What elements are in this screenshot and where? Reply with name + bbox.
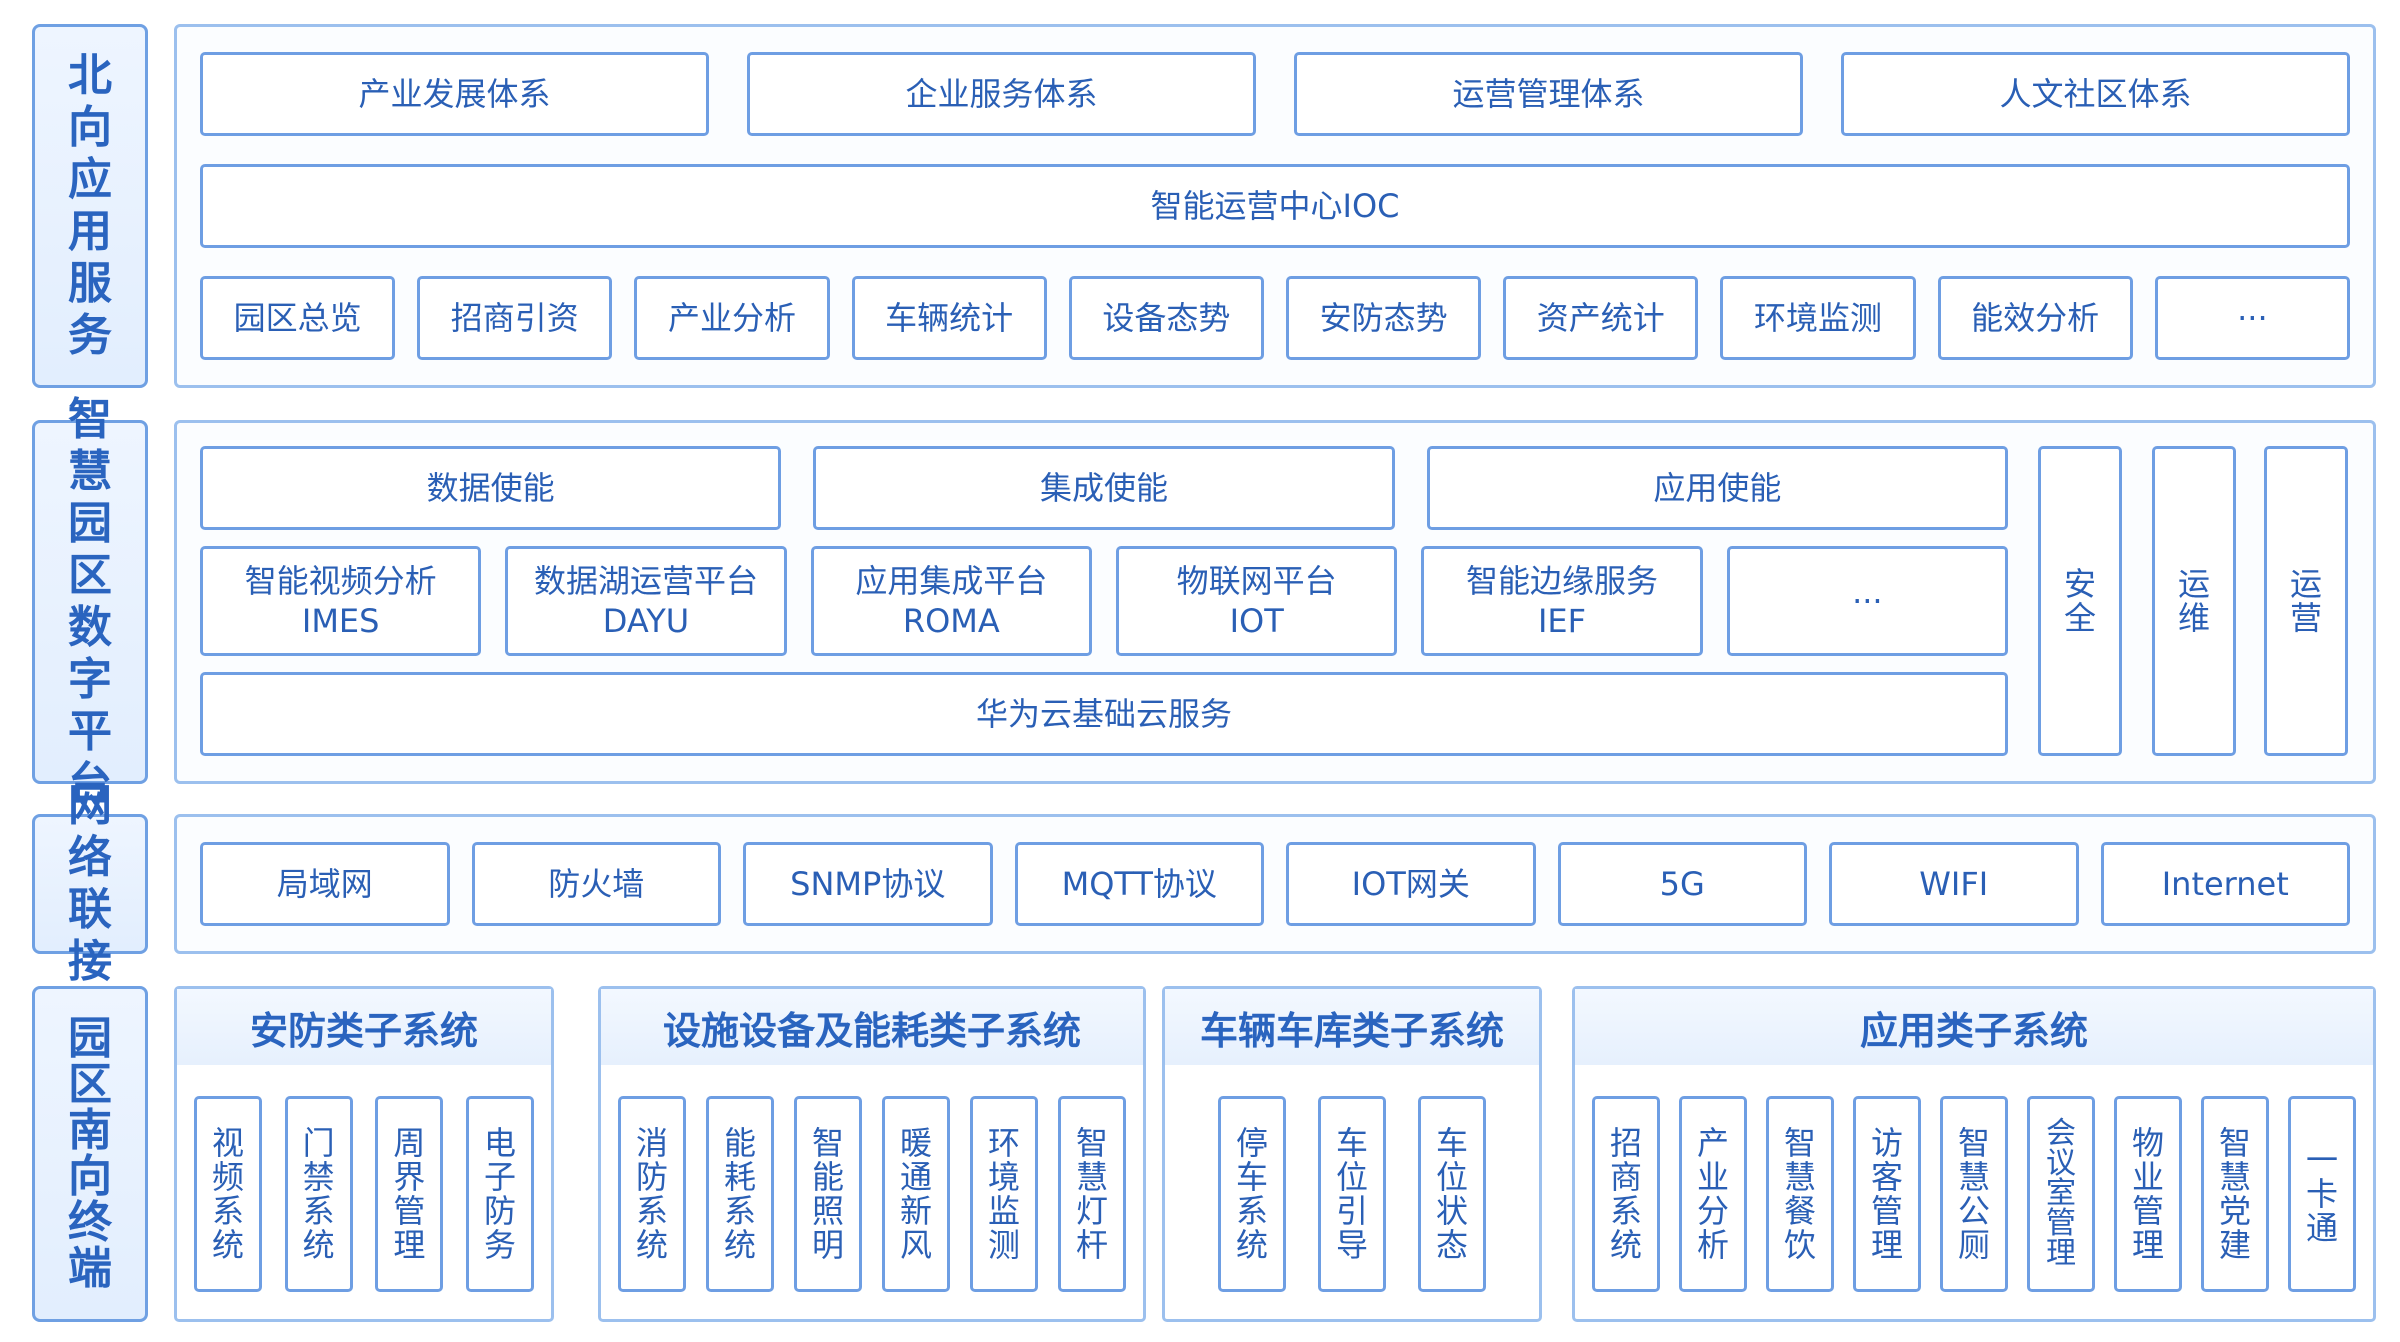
subsystem-item: 产业分析	[1679, 1096, 1747, 1292]
app-box-5: 设备态势	[1068, 276, 1264, 360]
network-box-5: IOT网关	[1286, 842, 1536, 926]
subsystem-item: 智慧公厕	[1940, 1096, 2008, 1292]
system-box-2: 企业服务体系	[747, 52, 1256, 136]
subsystem-item: 车位引导	[1318, 1096, 1386, 1292]
subsystem-item: 智慧餐饮	[1766, 1096, 1834, 1292]
app-box-7: 资产统计	[1503, 276, 1699, 360]
subsystem-item: 智慧灯杆	[1058, 1096, 1126, 1292]
subsystem-group-title-2: 设施设备及能耗类子系统	[601, 989, 1143, 1065]
layer-label-north: 北向应用服务	[32, 24, 148, 388]
service-box-4: 物联网平台 IOT	[1116, 546, 1398, 656]
subsystem-item: 智能照明	[794, 1096, 862, 1292]
enabler-box-1: 数据使能	[200, 446, 782, 530]
side-box-2: 运维	[2152, 446, 2236, 756]
app-box-10: ···	[2154, 276, 2350, 360]
subsystem-item: 会议室管理	[2027, 1096, 2095, 1292]
cloud-service-box: 华为云基础云服务	[200, 672, 2008, 756]
subsystem-item: 一卡通	[2288, 1096, 2356, 1292]
network-box-2: 防火墙	[471, 842, 721, 926]
subsystem-item: 能耗系统	[706, 1096, 774, 1292]
service-box-2: 数据湖运营平台 DAYU	[505, 546, 787, 656]
layer-label-network: 网络联接	[32, 780, 148, 987]
subsystem-group-title-3: 车辆车库类子系统	[1165, 989, 1539, 1065]
system-box-1: 产业发展体系	[200, 52, 709, 136]
subsystem-item: 智慧党建	[2201, 1096, 2269, 1292]
network-box-3: SNMP协议	[743, 842, 993, 926]
subsystem-item: 访客管理	[1853, 1096, 1921, 1292]
subsystem-item: 车位状态	[1418, 1096, 1486, 1292]
app-box-1: 园区总览	[200, 276, 396, 360]
system-box-3: 运营管理体系	[1294, 52, 1803, 136]
enabler-box-3: 应用使能	[1426, 446, 2008, 530]
network-box-4: MQTT协议	[1014, 842, 1264, 926]
subsystem-item: 环境监测	[970, 1096, 1038, 1292]
subsystem-item: 周界管理	[375, 1096, 444, 1292]
service-box-6: ···	[1726, 546, 2008, 656]
app-box-2: 招商引资	[417, 276, 613, 360]
layer-label-south: 园区南向终端	[32, 986, 148, 1322]
app-box-9: 能效分析	[1937, 276, 2133, 360]
network-box-8: Internet	[2100, 842, 2350, 926]
service-box-5: 智能边缘服务 IEF	[1421, 546, 1703, 656]
network-box-6: 5G	[1557, 842, 1807, 926]
subsystem-item: 停车系统	[1218, 1096, 1286, 1292]
service-box-1: 智能视频分析 IMES	[200, 546, 482, 656]
subsystem-item: 电子防务	[466, 1096, 534, 1292]
subsystem-item: 视频系统	[194, 1096, 262, 1292]
side-box-1: 安全	[2038, 446, 2122, 756]
app-box-6: 安防态势	[1286, 276, 1482, 360]
system-box-4: 人文社区体系	[1841, 52, 2350, 136]
network-box-1: 局域网	[200, 842, 450, 926]
subsystem-item: 门禁系统	[284, 1096, 353, 1292]
layer-label-platform: 智慧园区数字平台	[32, 394, 148, 809]
side-box-3: 运营	[2264, 446, 2348, 756]
subsystem-item: 消防系统	[618, 1096, 686, 1292]
enabler-box-2: 集成使能	[813, 446, 1395, 530]
subsystem-item: 招商系统	[1592, 1096, 1660, 1292]
app-box-4: 车辆统计	[851, 276, 1047, 360]
subsystem-item: 物业管理	[2114, 1096, 2182, 1292]
ioc-box: 智能运营中心IOC	[200, 164, 2350, 248]
subsystem-item: 暖通新风	[882, 1096, 950, 1292]
app-box-3: 产业分析	[634, 276, 830, 360]
app-box-8: 环境监测	[1720, 276, 1916, 360]
subsystem-group-title-4: 应用类子系统	[1575, 989, 2373, 1065]
network-box-7: WIFI	[1829, 842, 2079, 926]
subsystem-group-title-1: 安防类子系统	[177, 989, 551, 1065]
service-box-3: 应用集成平台 ROMA	[810, 546, 1092, 656]
